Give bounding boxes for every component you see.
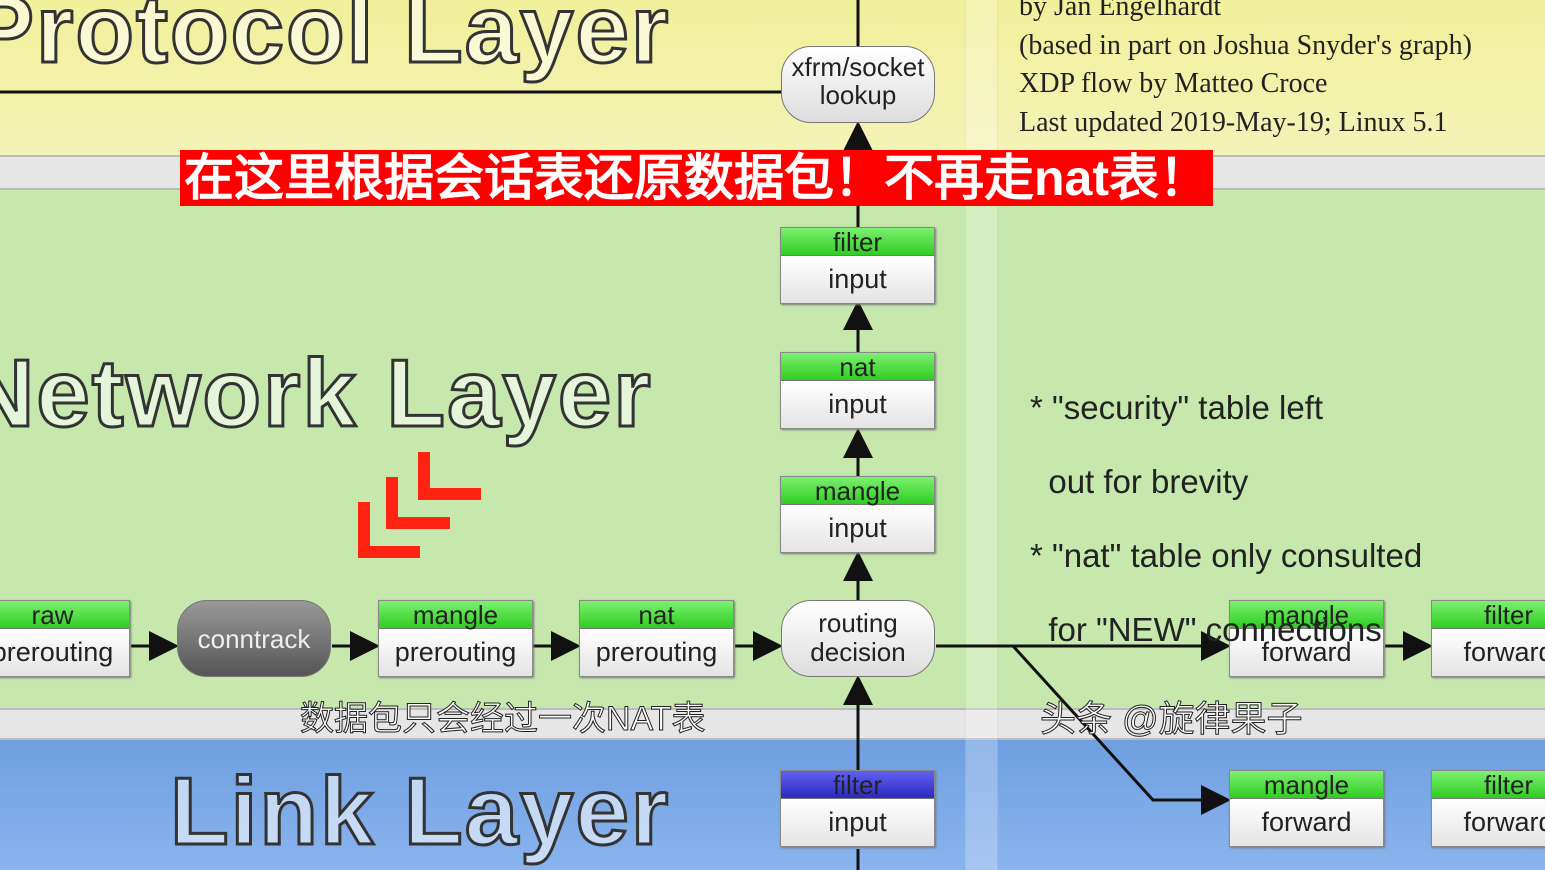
chain-label: forward [1432,629,1545,676]
column-divider [965,0,998,870]
credit-line: by Jan Engelhardt [1019,0,1222,22]
xfrm-socket-lookup-node: xfrm/socket lookup [781,46,935,123]
chain-label: prerouting [0,629,129,676]
chain-label: input [781,256,934,303]
chain-label: input [781,505,934,552]
chain-label: prerouting [580,629,733,676]
table-label: mangle [1230,771,1383,799]
table-label: nat [580,601,733,629]
credits: by Jan Engelhardt (based in part on Josh… [1019,0,1472,142]
credit-line: (based in part on Joshua Snyder's graph) [1019,29,1472,61]
video-subtitle: 数据包只会经过一次NAT表 [299,700,706,739]
table-label: filter [781,228,934,256]
protocol-layer-band [0,0,1545,155]
table-label: mangle [1230,601,1383,629]
conntrack-node: conntrack [177,600,331,677]
protocol-layer-title: Protocol Layer [0,0,671,83]
note-line: out for brevity [1030,463,1249,500]
layer-separator [0,708,1545,740]
chain-label: input [781,799,934,846]
table-label: filter [1432,771,1545,799]
table-label: filter [1432,601,1545,629]
routing-decision-node: routing decision [781,600,935,677]
table-label: mangle [781,477,934,505]
chain-label: prerouting [379,629,532,676]
table-label: filter [781,771,934,799]
note-line: * "nat" table only consulted [1030,537,1423,574]
watermark: 头条 @旋律果子 [1040,698,1304,739]
credit-line: Last updated 2019-May-19; Linux 5.1 [1019,106,1448,138]
link-layer-title: Link Layer [168,758,671,865]
credit-line: XDP flow by Matteo Croce [1019,68,1328,99]
chain-label: forward [1230,629,1383,676]
table-label: mangle [379,601,532,629]
video-caption: 在这里根据会话表还原数据包！不再走nat表！ [180,150,1213,206]
chain-label: forward [1432,799,1545,846]
network-layer-title: Network Layer [0,340,653,447]
note-line: * "security" table left [1030,389,1324,426]
table-label: nat [781,353,934,381]
chain-label: input [781,381,934,428]
notes: * "security" table left out for brevity … [1030,352,1422,685]
table-label: raw [0,601,129,629]
note-line: for "NEW" connections [1030,611,1382,648]
chain-label: forward [1230,799,1383,846]
